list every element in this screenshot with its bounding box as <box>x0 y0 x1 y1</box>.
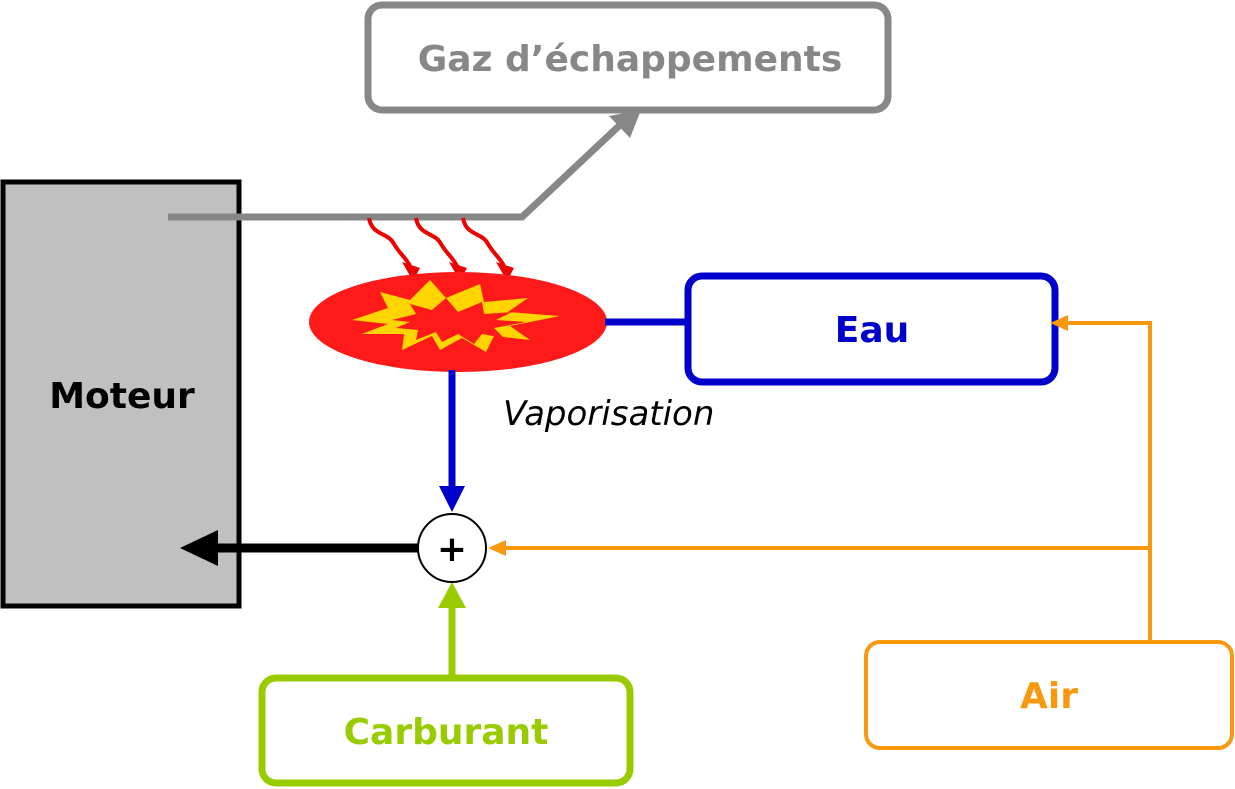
air-box <box>864 640 1234 750</box>
heat-arrow-icon <box>461 217 514 281</box>
air-to-water-arrowhead <box>1050 315 1068 331</box>
fuel-label: Carburant <box>344 712 549 753</box>
water-label: Eau <box>835 310 910 351</box>
heat-arrow-icon <box>367 217 420 281</box>
air-label: Air <box>1020 676 1078 717</box>
plus-symbol: + <box>437 529 467 570</box>
air-line-main <box>1066 321 1152 640</box>
heat-arrow-icon <box>414 217 467 281</box>
exhaust-node: Gaz d’échappements <box>364 1 892 114</box>
water-box <box>684 272 1059 386</box>
fuel-node: Carburant <box>258 674 634 787</box>
water-node: Eau <box>684 272 1059 386</box>
intake-arrowhead <box>180 530 218 566</box>
air-node: Air <box>864 640 1234 750</box>
vaporisation-label: Vaporisation <box>503 394 714 434</box>
air-flow <box>488 315 1152 640</box>
steam-arrowhead <box>439 486 465 512</box>
fuel-flow <box>438 582 466 678</box>
steam-flow <box>439 370 465 512</box>
exhaust-box <box>364 1 892 114</box>
air-to-mixer-arrowhead <box>488 540 506 556</box>
mixer-node: + <box>417 513 487 583</box>
intake-flow <box>180 530 418 566</box>
exhaust-line <box>168 122 623 221</box>
fuel-box <box>258 674 634 787</box>
exhaust-label: Gaz d’échappements <box>418 39 843 80</box>
engine-label: Moteur <box>49 376 195 417</box>
heat-arrows <box>367 217 514 281</box>
exhaust-pipe <box>168 110 641 221</box>
fuel-arrowhead <box>438 582 466 608</box>
mixer-circle <box>417 513 487 583</box>
vaporizer <box>309 272 607 372</box>
exhaust-arrowhead <box>609 110 641 138</box>
engine-node: Moteur <box>0 179 242 609</box>
engine-box <box>0 179 242 609</box>
